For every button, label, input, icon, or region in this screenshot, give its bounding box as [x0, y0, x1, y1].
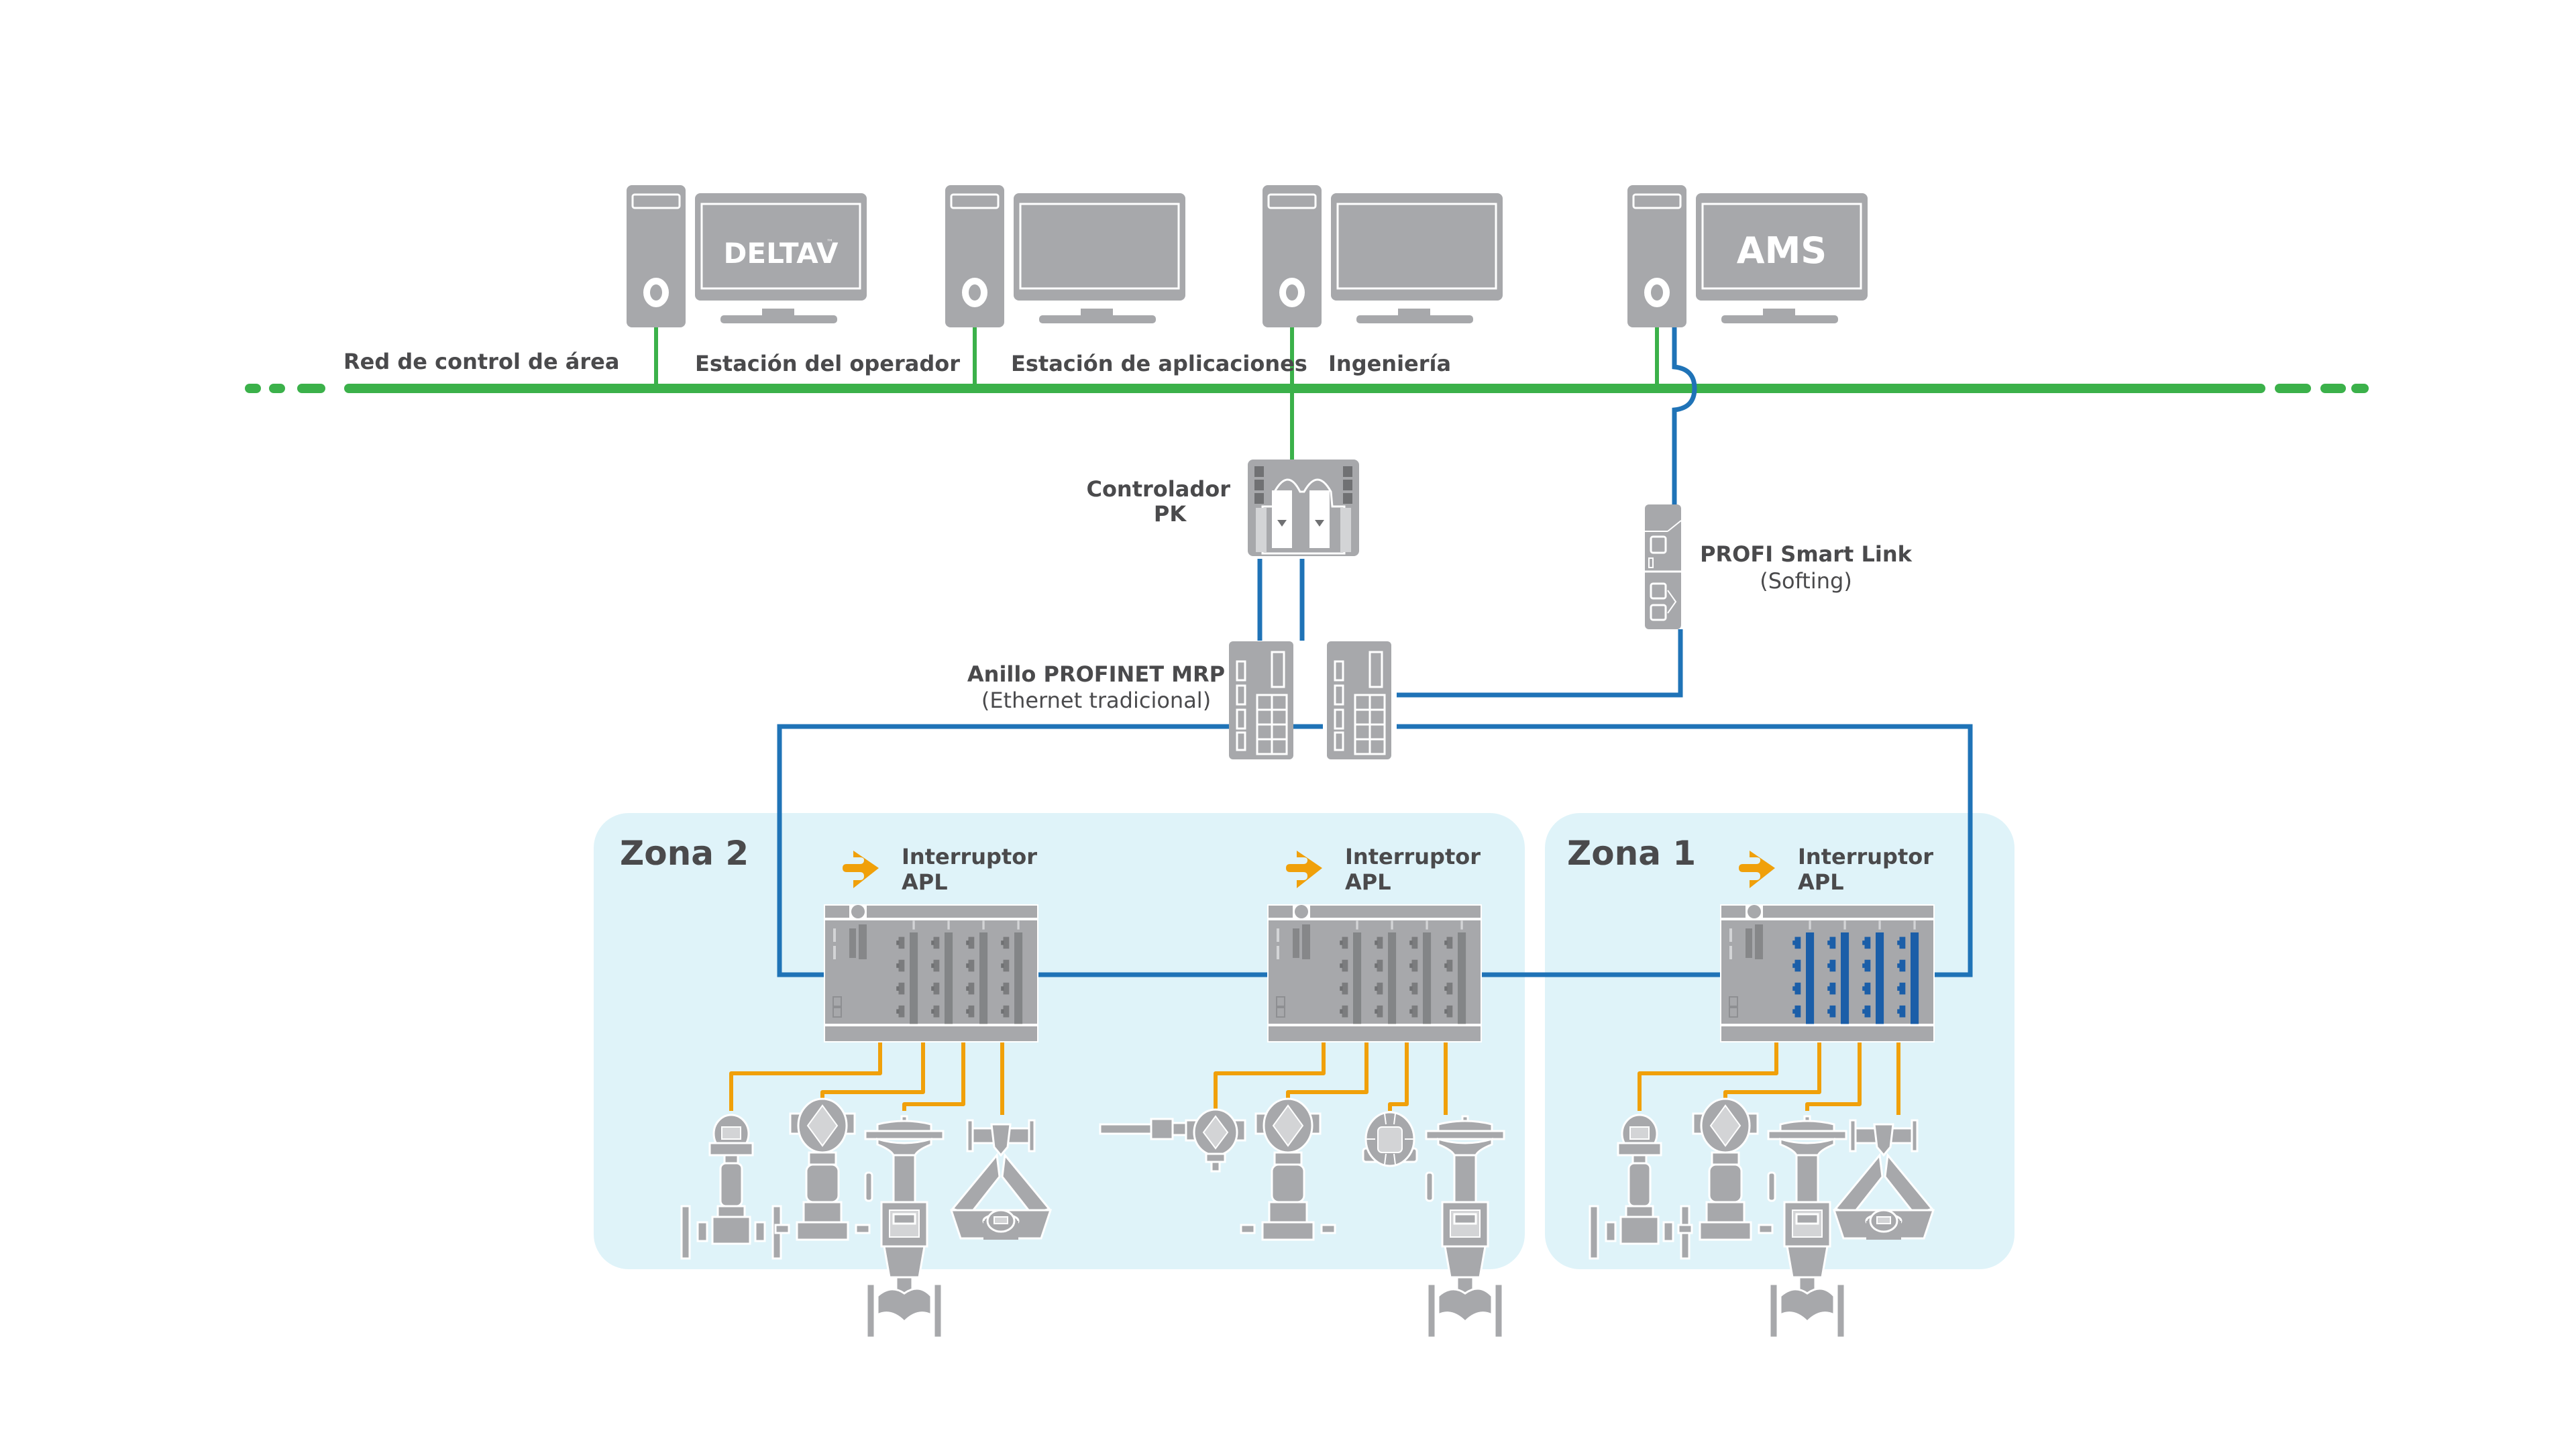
applications-station-label: Estación de aplicaciones [1011, 351, 1307, 376]
ring-left-segment [777, 724, 1233, 977]
apl-switch-2[interactable] [1267, 904, 1482, 1042]
pk-controller-label-line2: PK [1154, 501, 1187, 527]
apl-switch-label-line1: Interruptor [902, 844, 1037, 869]
apl-spur-cable [1638, 1042, 1778, 1111]
ring-switch-2[interactable] [1326, 640, 1393, 761]
apl-spur-cable [902, 1042, 965, 1111]
profi-smart-link-label-line2: (Softing) [1760, 568, 1852, 594]
ring-switch-1[interactable] [1228, 640, 1295, 761]
apl-spur-cable [1214, 1042, 1326, 1111]
apl-switch-1[interactable] [824, 904, 1038, 1042]
pk-controller[interactable] [1248, 460, 1359, 556]
profinet-network [777, 325, 1973, 977]
apl-spur-cable [1388, 1042, 1409, 1111]
apl-spur-cable [729, 1042, 882, 1111]
profi-smart-link-label-line1: PROFI Smart Link [1700, 541, 1913, 567]
ams-station[interactable]: AMS [1626, 184, 1869, 329]
zone-1-label: Zona 1 [1567, 834, 1696, 873]
operator-station[interactable]: DELTAV ™ [625, 184, 868, 329]
apl-status-led [1748, 905, 1761, 918]
apl-switch-label-line2: APL [1345, 869, 1391, 895]
engineering-station[interactable] [1261, 184, 1504, 329]
profinet-ring-label-line2: (Ethernet tradicional) [981, 688, 1211, 713]
profi-smart-link[interactable] [1645, 504, 1682, 629]
apl-switch-3[interactable] [1720, 904, 1935, 1042]
area-control-network-label: Red de control de área [343, 349, 619, 374]
applications-station[interactable] [944, 184, 1187, 329]
ams-to-profi-link-cable [1672, 325, 1697, 510]
apl-spur-cable [1805, 1042, 1862, 1111]
ams-logo-text: AMS [1737, 229, 1827, 272]
apl-switch-label-line2: APL [902, 869, 948, 895]
apl-switch-label-line1: Interruptor [1345, 844, 1481, 869]
apl-status-led [851, 905, 865, 918]
pk-controller-label-line1: Controlador [1086, 476, 1230, 502]
apl-switch-label-line1: Interruptor [1798, 844, 1933, 869]
profinet-ring-label-line1: Anillo PROFINET MRP [967, 661, 1225, 687]
deltav-logo-text: DELTAV [724, 237, 839, 270]
ring-switch-to-profi-link [1397, 629, 1683, 698]
ring-right-segment [1397, 724, 1973, 977]
apl-status-led [1295, 905, 1308, 918]
apl-switch-label-line2: APL [1798, 869, 1844, 895]
zone-2-label: Zona 2 [620, 834, 749, 873]
area-control-network [245, 325, 2369, 463]
engineering-station-label: Ingeniería [1328, 351, 1451, 376]
deltav-trademark: ™ [826, 239, 833, 246]
operator-station-label: Estación del operador [695, 351, 960, 376]
